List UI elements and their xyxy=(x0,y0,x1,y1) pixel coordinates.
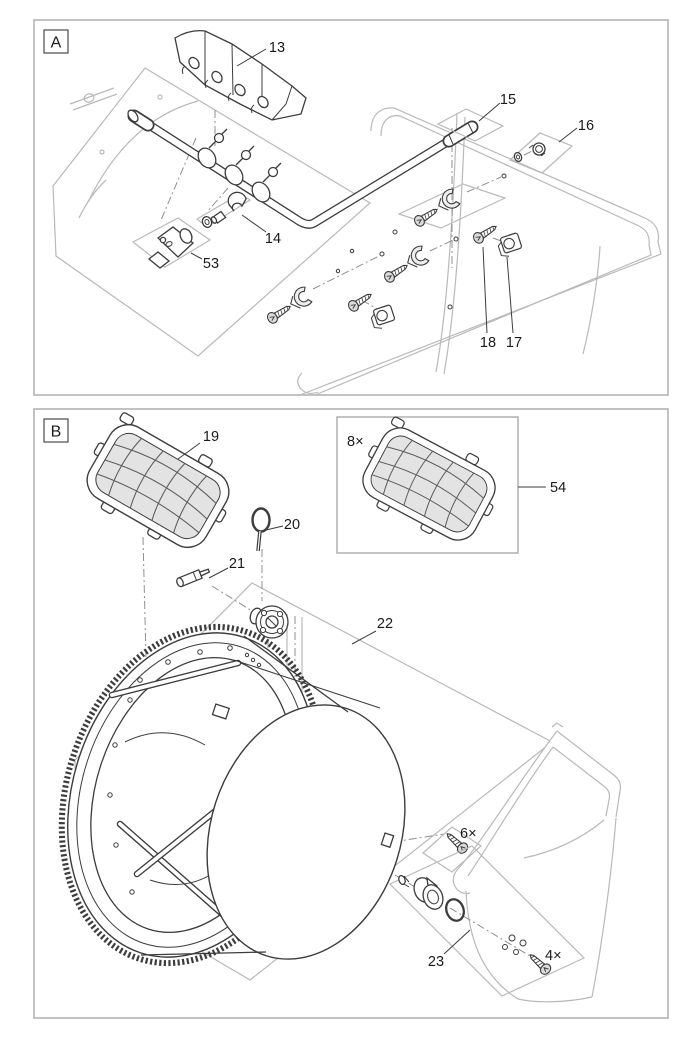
quantity-8x: 8× xyxy=(347,434,364,450)
callout-53: 53 xyxy=(203,256,219,272)
panel-b-letter: B xyxy=(51,424,62,441)
panel-b: B 19 8× xyxy=(33,405,669,1019)
part-20-ring-pin: 20 xyxy=(251,507,300,552)
callout-13: 13 xyxy=(269,40,285,56)
panel-a: A xyxy=(33,19,669,396)
container-tub xyxy=(452,722,622,1003)
part-19-mesh-panel: 19 xyxy=(70,405,247,565)
callout-16: 16 xyxy=(578,118,594,134)
part-15-group: 15 xyxy=(436,92,516,142)
part-53-group: 53 xyxy=(131,217,219,272)
callout-17: 17 xyxy=(506,335,522,351)
panel-b-frame xyxy=(33,408,669,1019)
panel-a-frame xyxy=(33,19,669,396)
callout-20: 20 xyxy=(284,517,300,533)
clip-set-2 xyxy=(381,244,431,285)
bushing-23 xyxy=(413,876,444,910)
callout-22: 22 xyxy=(377,616,393,632)
part-14-group: 14 xyxy=(195,191,281,247)
panel-a-letter: A xyxy=(51,35,62,52)
part-13-cover: 13 xyxy=(174,30,307,121)
part-17-18-group: 18 17 xyxy=(470,221,524,351)
spray-bar xyxy=(127,109,479,229)
callout-54: 54 xyxy=(550,480,566,496)
callout-19: 19 xyxy=(203,429,219,445)
nozzle-3 xyxy=(251,162,282,203)
callout-23: 23 xyxy=(428,954,444,970)
callout-15: 15 xyxy=(500,92,516,108)
part-23-group: 4× 23 xyxy=(388,845,586,997)
callout-14: 14 xyxy=(265,231,281,247)
clip-set-3 xyxy=(264,285,314,326)
callout-18: 18 xyxy=(480,335,496,351)
quantity-4x: 4× xyxy=(545,948,562,964)
clip-set-1 xyxy=(397,183,507,229)
panel-a-label-box: A xyxy=(43,29,69,54)
hub-bearing xyxy=(249,605,289,639)
part-22-drum: 22 xyxy=(58,616,406,967)
quantity-6x: 6× xyxy=(460,826,477,842)
part-21-pin: 21 xyxy=(176,556,245,588)
nozzle-1 xyxy=(197,128,228,169)
block-clamp-center xyxy=(345,289,397,332)
part-16-group: 16 xyxy=(508,118,594,174)
nozzle-2 xyxy=(224,145,255,186)
screws-6x-group: 6× xyxy=(422,826,482,873)
callout-21: 21 xyxy=(229,556,245,572)
panel-b-label-box: B xyxy=(43,418,69,443)
panel-a-background-guides xyxy=(52,67,662,396)
part-54-inset: 8× 54 xyxy=(336,410,566,556)
